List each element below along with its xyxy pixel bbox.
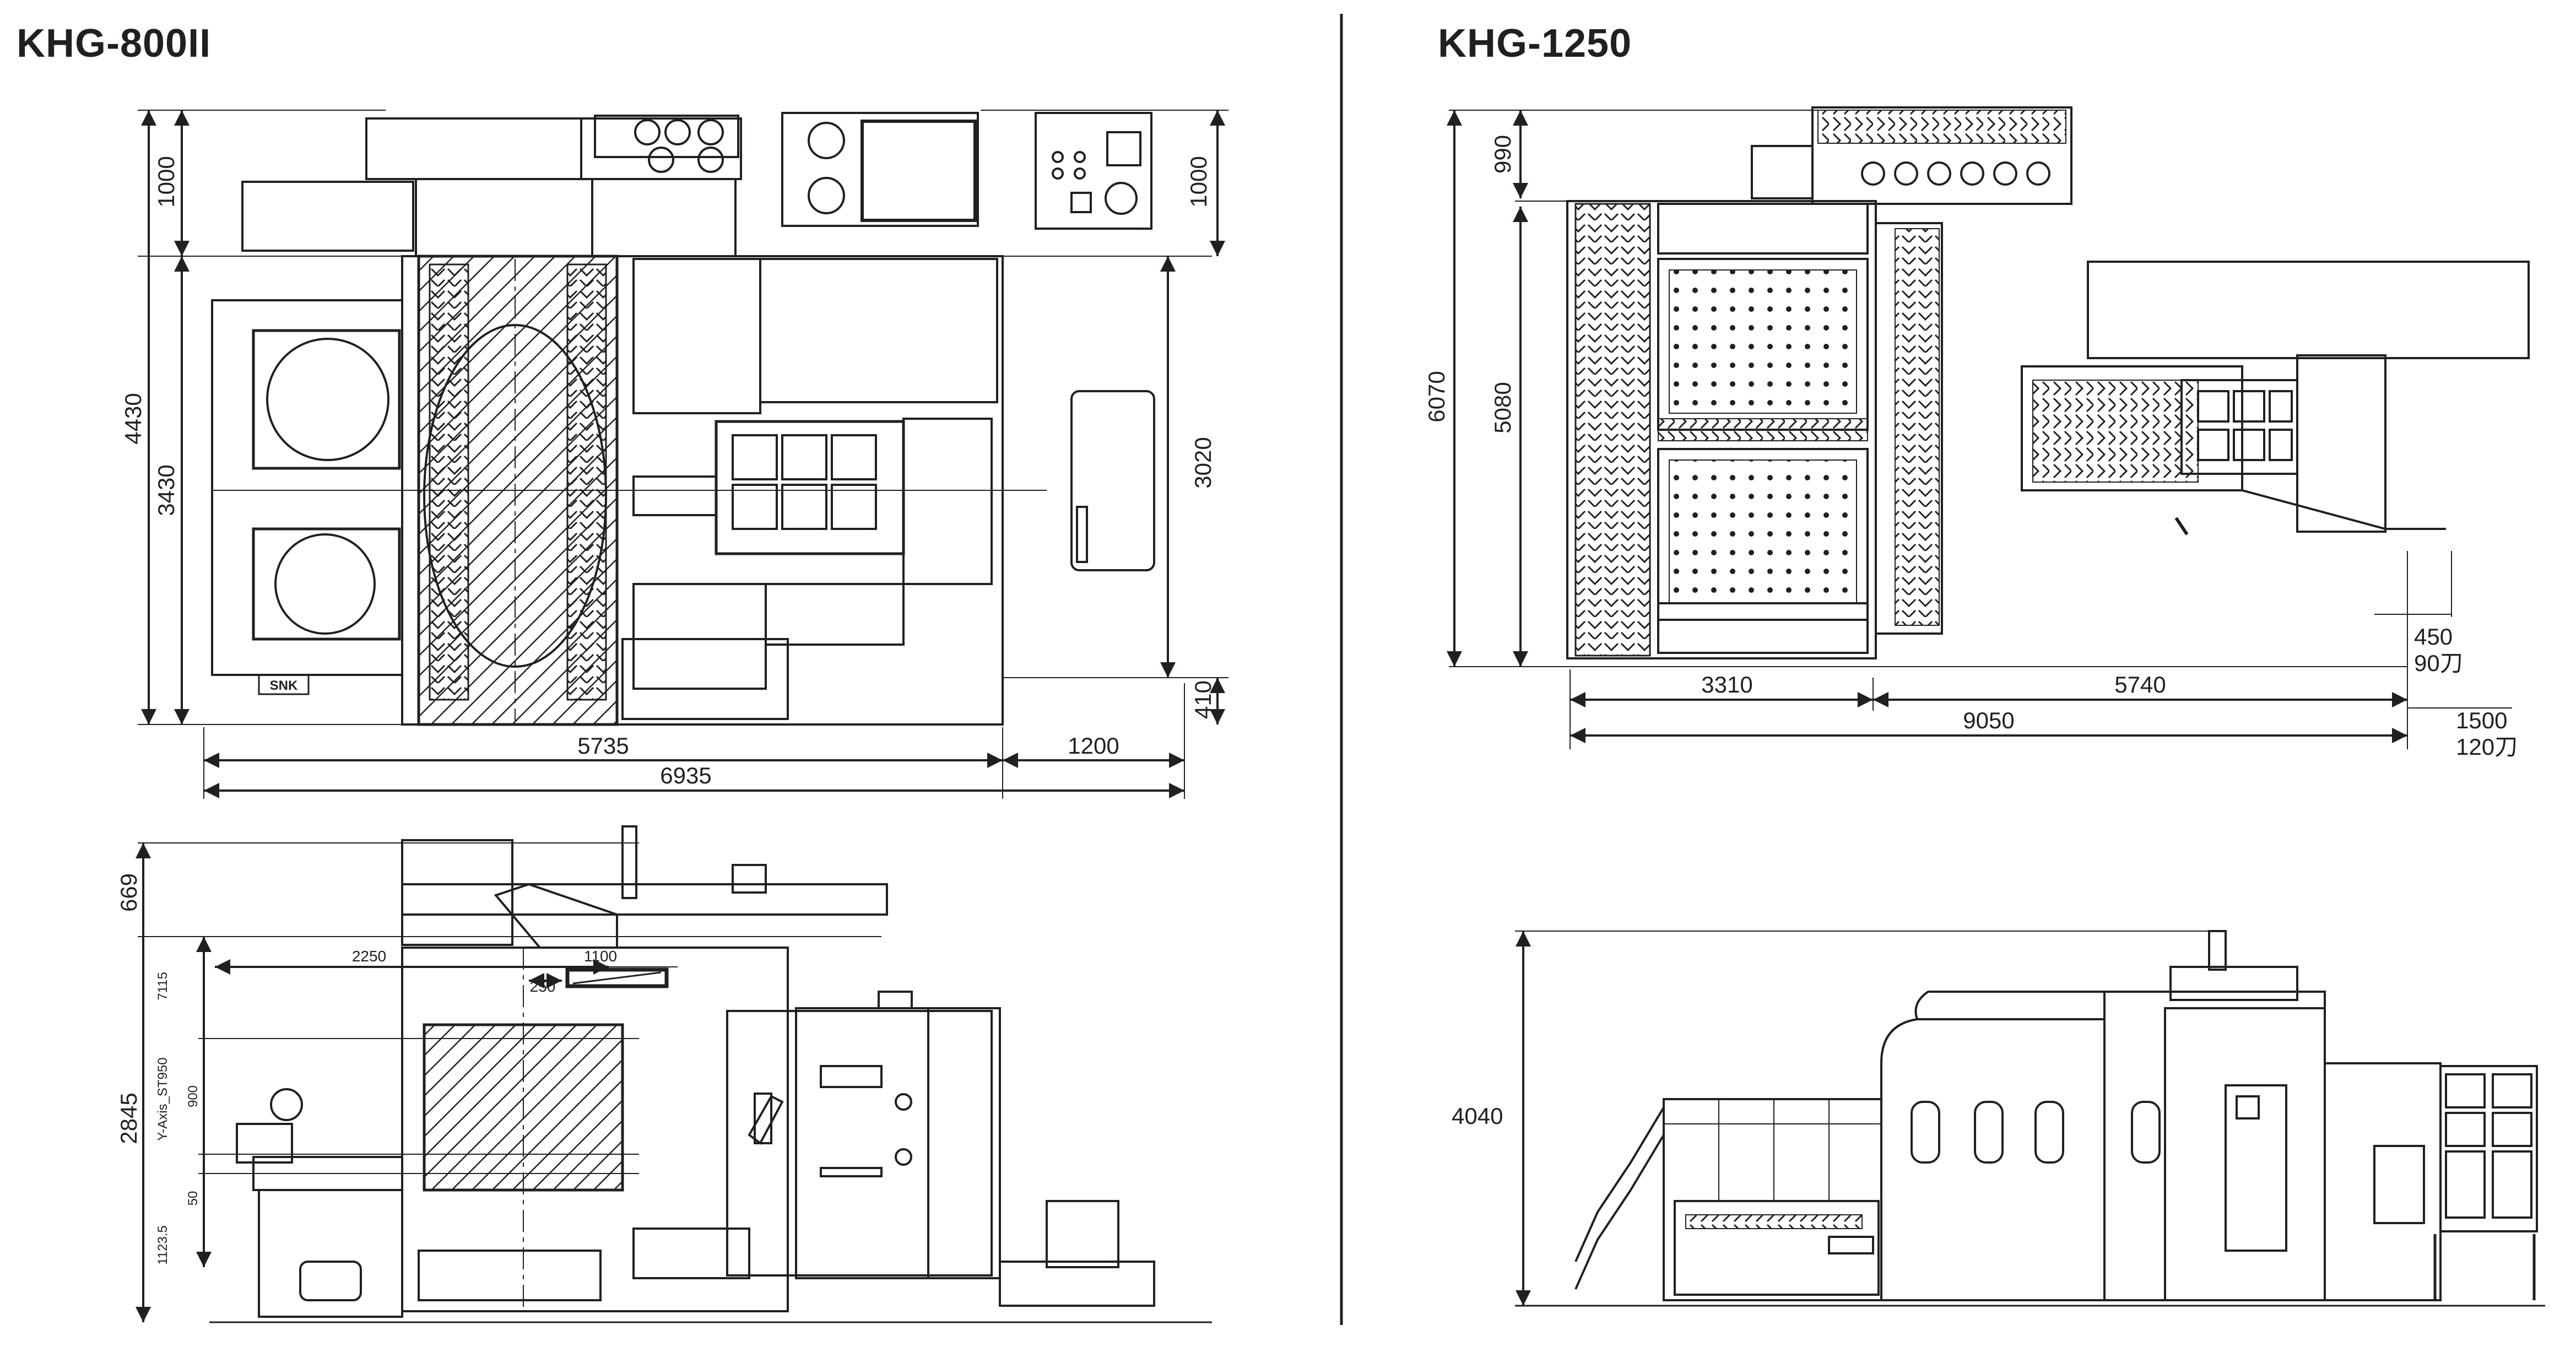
dim-1500: 1500 — [2456, 707, 2507, 733]
khg-800ii-top-view — [138, 110, 1229, 799]
dim-1000-left: 1000 — [153, 156, 179, 207]
dim-1000-right: 1000 — [1186, 156, 1211, 207]
khg-1250-side-dim-labels: 4040 — [1452, 1103, 1503, 1129]
dim-2250: 2250 — [352, 948, 386, 965]
khg-1250-top-view — [1447, 106, 2530, 749]
dim-669: 669 — [116, 873, 142, 912]
khg-800ii-title: KHG-800II — [17, 21, 212, 66]
dim-5080: 5080 — [1490, 382, 1516, 433]
dim-5740: 5740 — [2114, 672, 2166, 697]
dim-1100: 1100 — [584, 948, 617, 965]
dim-3430: 3430 — [153, 464, 179, 516]
dim-410: 410 — [1190, 680, 1216, 719]
dim-6070: 6070 — [1424, 371, 1449, 422]
dim-7115: 7115 — [155, 972, 170, 1001]
dim-9050: 9050 — [1963, 707, 2014, 733]
dim-5735: 5735 — [577, 733, 629, 759]
khg-800ii-side-dim-labels: 669 2845 7115 Y-Axis_ST950 900 50 1123.5… — [116, 873, 617, 1265]
dim-2845: 2845 — [116, 1093, 142, 1144]
dim-1123: 1123.5 — [155, 1225, 170, 1265]
dim-450: 450 — [2414, 624, 2453, 650]
dim-3310: 3310 — [1701, 672, 1752, 697]
khg-1250-title: KHG-1250 — [1438, 21, 1632, 66]
dim-120-tools: 120刀 — [2456, 734, 2518, 760]
khg-1250-top-dim-labels: 990 6070 5080 3310 5740 9050 450 90刀 150… — [1424, 135, 2518, 760]
dim-4040: 4040 — [1452, 1103, 1503, 1129]
khg-800ii-top-dim-labels: 1000 4430 3430 1000 3020 410 5735 1200 6… — [120, 156, 1216, 788]
dim-1200: 1200 — [1068, 733, 1119, 759]
khg-1250-side-view — [1515, 930, 2545, 1307]
nameplate-text: SNK — [270, 678, 298, 693]
dim-90-tools: 90刀 — [2414, 650, 2463, 676]
dim-3020: 3020 — [1190, 437, 1216, 488]
dim-6935: 6935 — [660, 762, 711, 788]
dim-4430: 4430 — [120, 393, 146, 444]
dim-50: 50 — [186, 1191, 201, 1206]
dim-990: 990 — [1490, 135, 1516, 174]
khg-800ii-side-view — [136, 825, 1212, 1323]
dim-250: 250 — [530, 978, 556, 995]
dim-y-axis: Y-Axis_ST950 — [155, 1057, 170, 1140]
dim-900: 900 — [186, 1085, 201, 1107]
